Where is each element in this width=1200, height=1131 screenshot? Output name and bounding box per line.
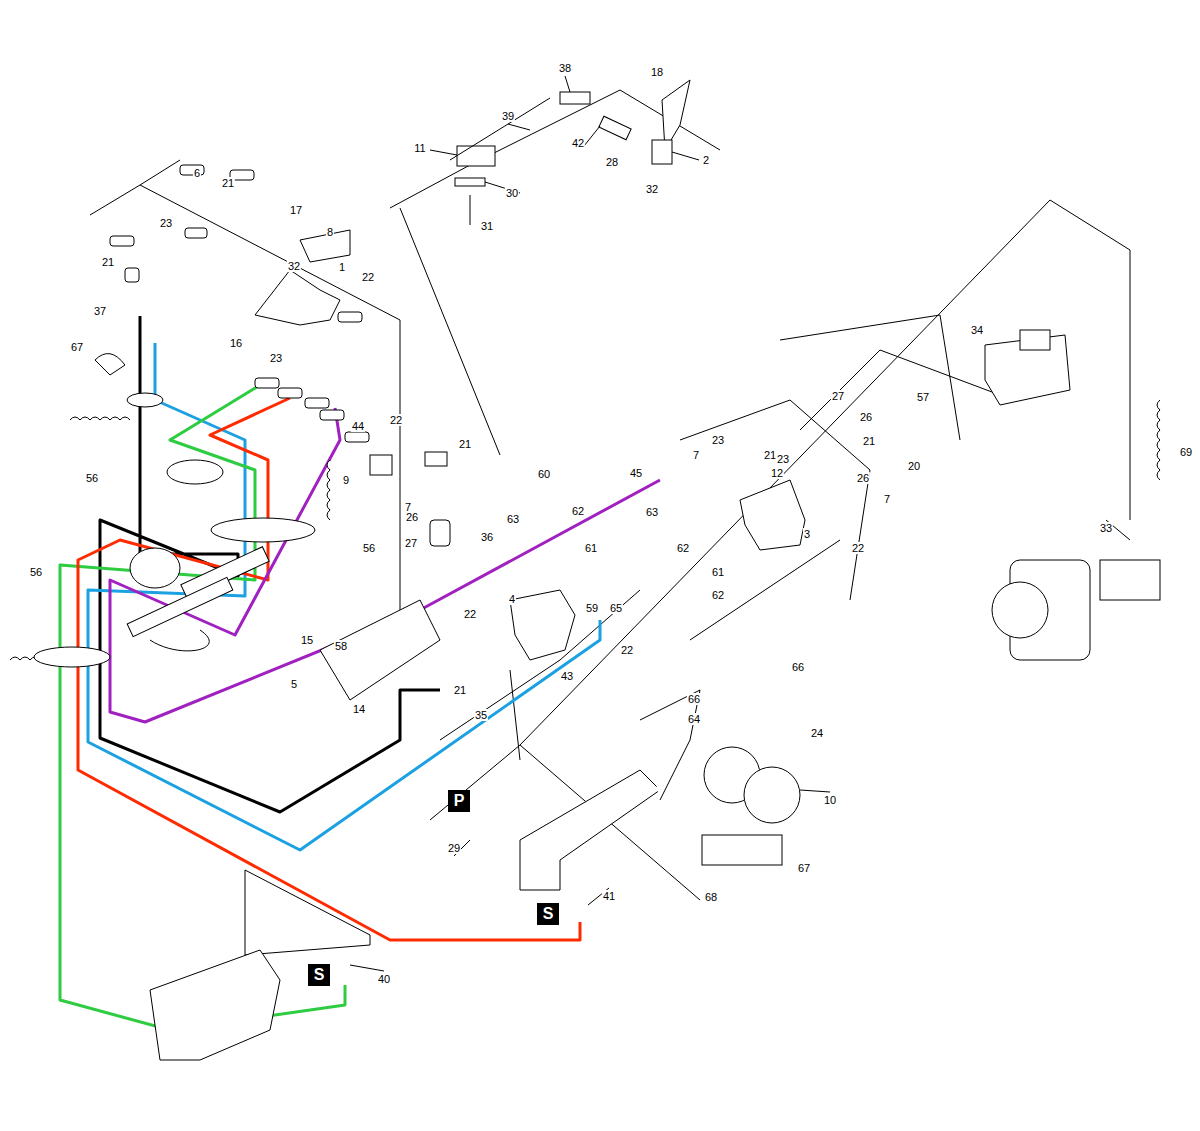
callout-number: 56: [85, 472, 99, 484]
callout-number: 26: [856, 472, 870, 484]
callout-number: 4: [508, 593, 516, 605]
callout-number: 36: [480, 531, 494, 543]
callout-number: 9: [342, 474, 350, 486]
callout-number: 40: [377, 973, 391, 985]
callout-number: 33: [1099, 522, 1113, 534]
callout-number: 21: [221, 177, 235, 189]
callout-number: 1: [338, 261, 346, 273]
callout-number: 29: [447, 842, 461, 854]
callout-number: 37: [93, 305, 107, 317]
callout-number: 17: [289, 204, 303, 216]
callout-number: 27: [404, 537, 418, 549]
callout-number: 23: [711, 434, 725, 446]
callout-number: 66: [791, 661, 805, 673]
callout-number: 43: [560, 670, 574, 682]
marker-box: P: [448, 790, 470, 812]
callout-number: 35: [474, 709, 488, 721]
callout-number: 42: [571, 137, 585, 149]
callout-number: 26: [859, 411, 873, 423]
callout-number: 10: [823, 794, 837, 806]
callout-number: 8: [326, 226, 334, 238]
callout-number: 32: [645, 183, 659, 195]
callout-number: 11: [413, 142, 426, 154]
callout-number: 64: [687, 713, 701, 725]
marker-box: S: [308, 964, 330, 986]
callout-number: 39: [501, 110, 515, 122]
callout-number: 58: [334, 640, 348, 652]
callout-number: 69: [1179, 446, 1193, 458]
callout-number: 21: [862, 435, 876, 447]
callout-number: 22: [361, 271, 375, 283]
callout-number: 22: [389, 414, 403, 426]
callout-number: 16: [229, 337, 243, 349]
callout-number: 67: [797, 862, 811, 874]
callout-number: 38: [558, 62, 572, 74]
callout-number: 15: [300, 634, 314, 646]
callout-number: 31: [480, 220, 494, 232]
callout-number: 66: [687, 693, 701, 705]
marker-letter: P: [454, 792, 465, 809]
callout-number: 27: [831, 390, 845, 402]
callout-number: 26: [405, 511, 419, 523]
callout-number: 23: [159, 217, 173, 229]
callout-number: 22: [463, 608, 477, 620]
callout-number: 22: [620, 644, 634, 656]
callout-number: 12: [770, 467, 784, 479]
callout-number: 5: [290, 678, 298, 690]
callout-number: 56: [29, 566, 43, 578]
callout-number: 68: [704, 891, 718, 903]
callout-number: 45: [629, 467, 643, 479]
callout-number: 65: [609, 602, 623, 614]
callout-number: 67: [70, 341, 84, 353]
callout-number: 3: [803, 528, 811, 540]
marker-box: S: [537, 903, 559, 925]
callout-number: 41: [602, 890, 616, 902]
callout-number: 21: [101, 256, 115, 268]
callout-number: 7: [692, 449, 700, 461]
callout-number: 62: [711, 589, 725, 601]
callout-number: 14: [352, 703, 366, 715]
callout-number: 63: [506, 513, 520, 525]
callout-number: 24: [810, 727, 824, 739]
callout-number: 30: [505, 187, 519, 199]
callout-number: 7: [883, 493, 891, 505]
callout-number: 61: [584, 542, 598, 554]
callout-number: 62: [676, 542, 690, 554]
marker-letter: S: [314, 966, 325, 983]
marker-letter: S: [543, 905, 554, 922]
callout-number: 59: [585, 602, 599, 614]
callout-number: 20: [907, 460, 921, 472]
callout-number: 63: [645, 506, 659, 518]
callout-number: 57: [916, 391, 930, 403]
callout-number: 23: [269, 352, 283, 364]
callout-number: 22: [851, 542, 865, 554]
callout-number: 60: [537, 468, 551, 480]
callout-number: 21: [458, 438, 472, 450]
callout-number: 56: [362, 542, 376, 554]
callout-number: 2: [702, 154, 710, 166]
callout-number: 44: [351, 420, 365, 432]
callout-number: 21: [453, 684, 467, 696]
callout-number: 62: [571, 505, 585, 517]
callout-number: 61: [711, 566, 725, 578]
callout-number: 18: [650, 66, 664, 78]
callout-number: 23: [776, 453, 790, 465]
callout-number: 32: [287, 260, 301, 272]
callout-number: 28: [605, 156, 619, 168]
callout-number: 34: [970, 324, 984, 336]
callout-number: 6: [193, 167, 201, 179]
